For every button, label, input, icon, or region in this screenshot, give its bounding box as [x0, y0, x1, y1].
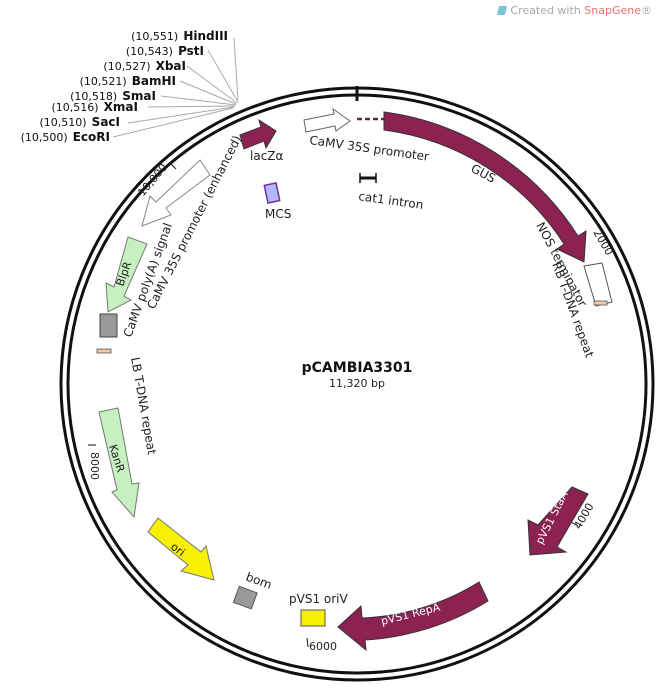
camv35s-enhanced-label: CaMV 35S promoter (enhanced)	[144, 133, 244, 311]
feature-mcs[interactable]: MCS	[263, 182, 291, 221]
feature-kanr[interactable]: KanR	[98, 407, 140, 519]
site-psti[interactable]: (10,543) PstI	[126, 40, 204, 59]
plasmid-size: 11,320 bp	[329, 377, 385, 390]
restriction-sites: (10,551) HindIII (10,543) PstI (10,527) …	[21, 25, 228, 145]
site-bamhi[interactable]: (10,521) BamHI	[80, 70, 176, 89]
feature-bom[interactable]: bom	[232, 570, 274, 610]
watermark-brand: SnapGene	[584, 4, 641, 17]
feature-pvs1-repa[interactable]: pVS1 RepA	[337, 581, 489, 652]
svg-text:(10,516) XmaI: (10,516) XmaI	[52, 96, 139, 115]
tick-8000: 8000	[88, 444, 101, 480]
site-ecori[interactable]: (10,500) EcoRI	[21, 126, 110, 145]
feature-ori[interactable]: ori	[147, 517, 215, 581]
site-xmai[interactable]: (10,516) XmaI	[52, 96, 139, 115]
svg-text:(10,500) EcoRI: (10,500) EcoRI	[21, 126, 110, 145]
bom-label: bom	[244, 570, 274, 592]
svg-text:6000: 6000	[309, 640, 337, 653]
watermark-prefix: Created with	[510, 4, 585, 17]
svg-text:(10,518) SmaI: (10,518) SmaI	[70, 85, 156, 104]
svg-text:(10,521) BamHI: (10,521) BamHI	[80, 70, 176, 89]
site-xbai[interactable]: (10,527) XbaI	[103, 55, 186, 74]
site-smai[interactable]: (10,518) SmaI	[70, 85, 156, 104]
cat1-intron-label: cat1 intron	[358, 189, 425, 212]
feature-pvs1-oriv[interactable]: pVS1 oriV	[289, 592, 349, 627]
mcs-label: MCS	[265, 207, 291, 221]
plasmid-name: pCAMBIA3301	[302, 360, 413, 376]
pvs1-oriv-label: pVS1 oriV	[289, 592, 349, 606]
site-hindiii[interactable]: (10,551) HindIII	[131, 25, 228, 44]
svg-text:(10,510) SacI: (10,510) SacI	[40, 111, 121, 130]
site-saci[interactable]: (10,510) SacI	[40, 111, 121, 130]
svg-text:(10,543) PstI: (10,543) PstI	[126, 40, 204, 59]
svg-text:(10,551) HindIII: (10,551) HindIII	[131, 25, 228, 44]
svg-text:(10,527) XbaI: (10,527) XbaI	[103, 55, 186, 74]
camv35s-promoter-label: CaMV 35S promoter	[309, 133, 430, 164]
feature-blpr[interactable]: BlpR	[105, 236, 148, 313]
restriction-site-leaders	[112, 37, 239, 138]
feature-lacz[interactable]: lacZα	[239, 118, 284, 163]
snapgene-watermark: Created with SnapGene®	[497, 4, 652, 17]
feature-camv35s-enhanced[interactable]: CaMV 35S promoter (enhanced)	[141, 133, 244, 311]
lacz-label: lacZα	[250, 149, 284, 163]
tick-6000: 6000	[306, 637, 337, 653]
svg-text:8000: 8000	[88, 452, 101, 480]
watermark-suffix: ®	[641, 4, 652, 17]
lb-repeat-label: LB T-DNA repeat	[128, 356, 159, 456]
